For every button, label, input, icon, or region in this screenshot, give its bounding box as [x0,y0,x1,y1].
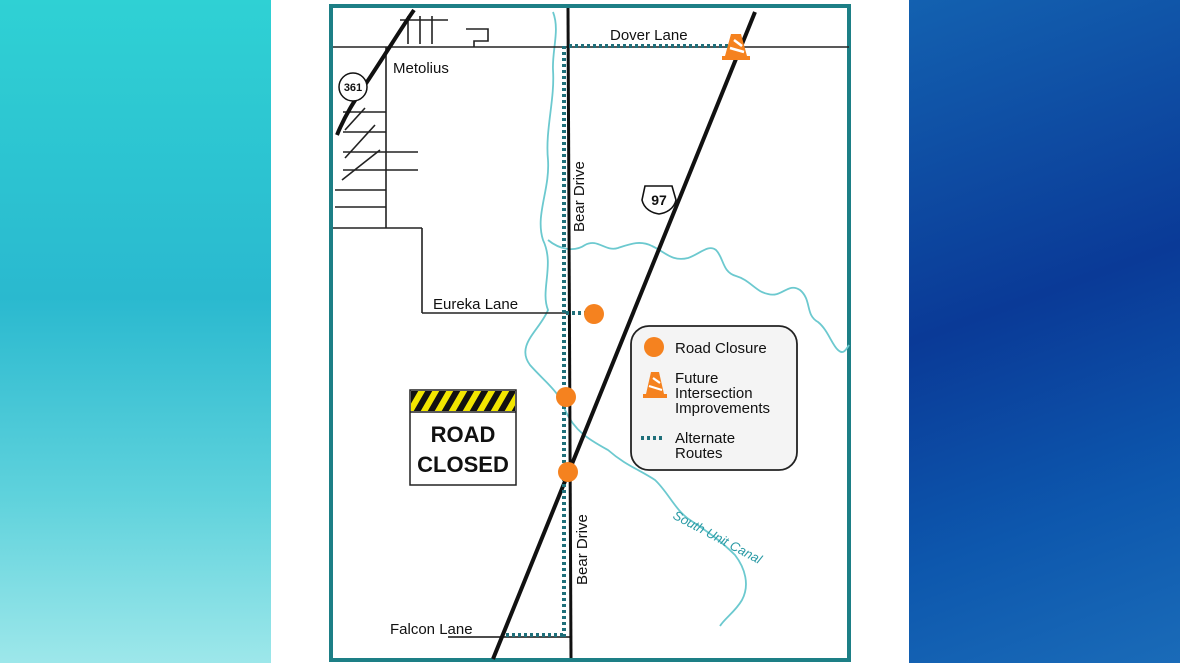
bear-drive-road [566,7,573,659]
metolius-label: Metolius [393,60,449,77]
legend-alternate-label-2: Routes [675,445,723,462]
legend-alternate-label-1: Alternate [675,430,735,447]
road-closure-marker-middle [556,387,576,407]
legend-improve-label-2: Intersection [675,385,753,402]
canal-branch [547,239,850,353]
dover-lane-label: Dover Lane [610,27,688,44]
right-gradient-panel [909,0,1180,663]
us-97-road [491,11,757,660]
us-highway-shield: 97 [641,185,677,215]
map-legend: Road Closure Future Intersection Improve… [630,325,798,471]
shield-97-label: 97 [651,192,667,208]
traffic-cone-icon [722,34,750,60]
road-closed-sign: ROAD CLOSED [409,389,517,486]
legend-closure-swatch [644,337,664,357]
road-closure-marker-eureka [584,304,604,324]
road-closure-marker-south [558,462,578,482]
eureka-lane-label: Eureka Lane [433,296,518,313]
legend-cone-icon [643,372,667,398]
bear-drive-north-label: Bear Drive [571,161,588,232]
bear-drive-south-label: Bear Drive [574,514,591,585]
falcon-lane-label: Falcon Lane [390,621,473,638]
legend-closure-label: Road Closure [675,340,767,357]
sign-road-text: ROAD [431,422,496,447]
legend-improve-label-1: Future [675,370,718,387]
shield-361-label: 361 [344,82,362,94]
legend-improve-label-3: Improvements [675,400,770,417]
left-gradient-panel [0,0,271,663]
sign-closed-text: CLOSED [417,452,509,477]
state-highway-shield: 361 [338,72,368,102]
